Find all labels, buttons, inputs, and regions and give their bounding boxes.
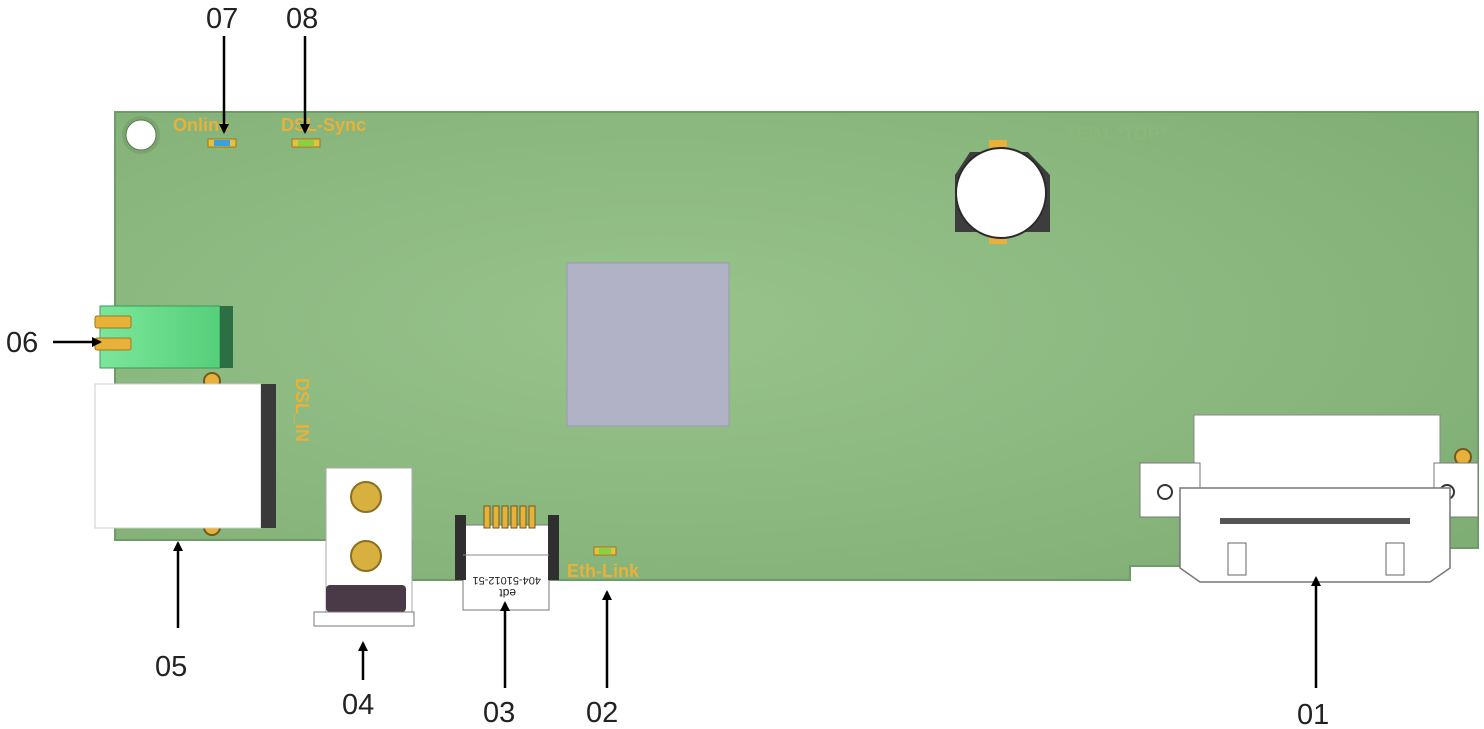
ribbon-connector: 404-51012-51 edt [455, 505, 559, 611]
mounting-hole-inner [125, 119, 157, 151]
callout-label-07: 07 [206, 3, 238, 35]
board-id-label: TED1 *TOP* [1065, 124, 1167, 144]
dsl-in-label: DSL_IN [292, 378, 312, 442]
dsl-sync-label: DSL-Sync [281, 115, 366, 135]
battery-holder [955, 140, 1050, 244]
eth-link-label: Eth-Link [567, 561, 640, 581]
callout-label-03: 03 [483, 697, 515, 729]
online-label: Online [173, 115, 229, 135]
ethernet-connector [1139, 414, 1479, 583]
dsl-sync-led-lens [298, 140, 314, 146]
callout-label-06: 06 [6, 327, 38, 359]
callout-label-05: 05 [155, 651, 187, 683]
dsl-jack [94, 383, 276, 529]
terminal-block [94, 305, 233, 369]
pcb-board [114, 111, 1479, 581]
power-jack [313, 467, 415, 627]
callout-label-02: 02 [586, 697, 618, 729]
callout-label-04: 04 [342, 689, 374, 721]
eth-link-led-lens [599, 548, 611, 554]
callout-label-08: 08 [286, 3, 318, 35]
connector-part-number: 404-51012-51 [472, 574, 541, 586]
online-led-lens [214, 140, 230, 146]
callout-label-01: 01 [1297, 699, 1329, 729]
connector-brand: edt [499, 586, 516, 600]
main-chip [566, 262, 730, 427]
